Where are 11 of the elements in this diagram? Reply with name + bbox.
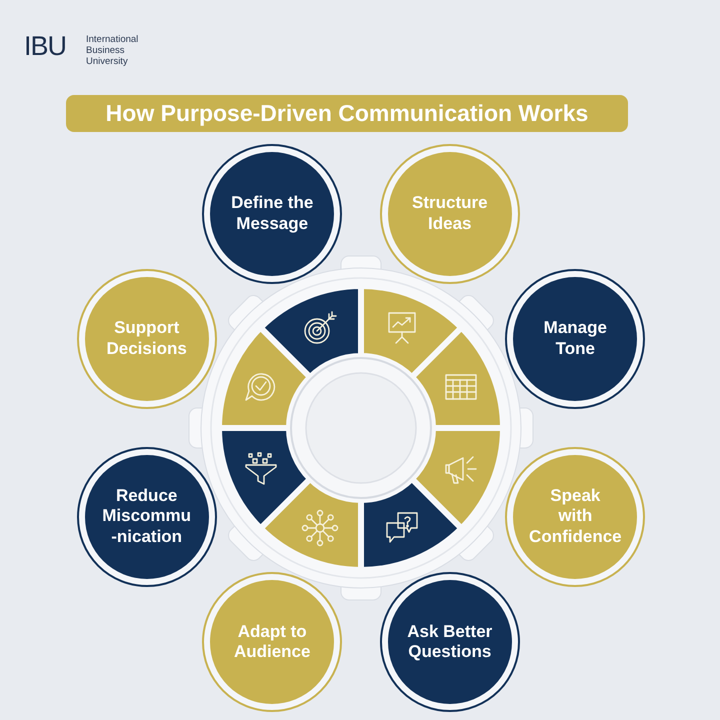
step-label: Support Decisions [106,318,188,360]
step-label: Manage Tone [542,318,608,360]
step-label: Structure Ideas [410,192,489,234]
step-label: Adapt to Audience [232,622,312,664]
step-label: Define the Message [230,192,314,234]
step-label: Reduce Miscommu -nication [101,486,192,548]
organization-initials: IBU [24,33,66,60]
step-label: Speak with Confidence [529,486,622,548]
step-label: Ask Better Questions [406,622,494,664]
title: How Purpose-Driven Communication Works [66,95,628,132]
organization-name: International Business University [86,35,140,68]
